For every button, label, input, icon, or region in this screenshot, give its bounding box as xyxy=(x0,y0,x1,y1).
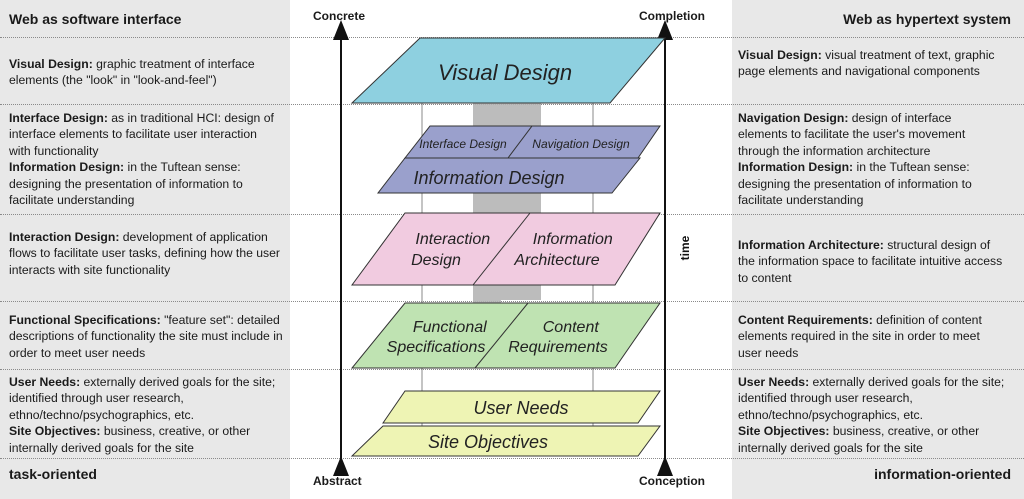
plane-divider xyxy=(472,212,531,286)
right-block-visual: Visual Design: visual treatment of text,… xyxy=(738,47,1000,80)
left-block-interaction: Interaction Design: development of appli… xyxy=(9,229,285,278)
right-header: Web as hypertext system xyxy=(843,11,1011,27)
site-objectives-plane xyxy=(350,425,661,457)
definition: visual treatment of text, graphic page e… xyxy=(738,48,995,79)
right-block-architecture: Information Architecture: structural des… xyxy=(738,237,1010,286)
interface-navigation-plane xyxy=(403,125,661,159)
left-block-interface: Interface Design: as in traditional HCI:… xyxy=(9,110,279,208)
visual-design-label: Visual Design xyxy=(438,60,572,85)
definition: in the Tuftean sense: designing the pres… xyxy=(9,160,243,208)
plane-divider xyxy=(507,125,533,159)
term: Information Design: xyxy=(9,160,125,175)
definition: business, creative, or other internally … xyxy=(9,424,251,455)
left-block-needs: User Needs: externally derived goals for… xyxy=(9,374,285,456)
definition: design of interface elements to facilita… xyxy=(738,111,966,158)
definition: in the Tuftean sense: designing the pres… xyxy=(738,160,972,208)
functional-specifications-label: Functional Specifications xyxy=(387,319,492,356)
plane-divider xyxy=(474,302,529,369)
interaction-design-label: Interaction Design xyxy=(411,231,494,269)
definition: externally derived goals for the site; i… xyxy=(738,375,1005,422)
term: Functional Specifications: xyxy=(9,313,161,327)
term: Information Design: xyxy=(738,160,854,175)
left-panel xyxy=(0,0,290,499)
definition: graphic treatment of interface elements … xyxy=(9,57,255,88)
interface-design-label: Interface Design xyxy=(419,137,507,151)
visual-design-plane xyxy=(350,37,667,104)
left-header: Web as software interface xyxy=(9,11,182,27)
term: User Needs: xyxy=(738,375,810,389)
content-requirements-line2: Requirements xyxy=(508,339,608,356)
content-requirements-label: Content Requirements xyxy=(508,319,608,356)
axis-bottom-left: Abstract xyxy=(313,474,362,488)
right-panel xyxy=(732,0,1024,499)
term: Visual Design: xyxy=(738,48,822,62)
term: Site Objectives: xyxy=(9,424,101,439)
term: Visual Design: xyxy=(9,57,93,71)
site-objectives-label: Site Objectives xyxy=(428,432,548,452)
right-block-content: Content Requirements: definition of cont… xyxy=(738,312,994,361)
left-footer: task-oriented xyxy=(9,466,97,482)
term: Information Architecture: xyxy=(738,238,884,252)
term: Navigation Design: xyxy=(738,111,849,125)
term: Interface Design: xyxy=(9,111,108,125)
left-block-visual: Visual Design: graphic treatment of inte… xyxy=(9,56,285,89)
right-block-needs: User Needs: externally derived goals for… xyxy=(738,374,1014,456)
separator xyxy=(0,458,1024,459)
definition: definition of content elements required … xyxy=(738,313,982,360)
information-architecture-line2: Architecture xyxy=(513,252,599,269)
right-block-navigation: Navigation Design: design of interface e… xyxy=(738,110,1004,208)
user-needs-label: User Needs xyxy=(473,398,568,418)
left-block-functional: Functional Specifications: "feature set"… xyxy=(9,312,285,361)
definition: structural design of the information spa… xyxy=(738,238,1003,285)
axis-bottom-right: Conception xyxy=(639,474,705,488)
information-design-label: Information Design xyxy=(413,168,564,188)
term: Site Objectives: xyxy=(738,424,830,439)
separator xyxy=(0,301,1024,302)
interaction-design-line2: Design xyxy=(411,252,461,269)
functional-specifications-line2: Specifications xyxy=(387,339,486,356)
information-architecture-label: Information Architecture xyxy=(513,231,617,269)
definition: externally derived goals for the site; i… xyxy=(9,375,276,422)
term: Interaction Design: xyxy=(9,230,120,244)
axis-top-left: Concrete xyxy=(313,9,366,23)
definition: development of application flows to faci… xyxy=(9,230,280,277)
interaction-design-line1: Interaction xyxy=(415,231,490,248)
definition: business, creative, or other internally … xyxy=(738,424,980,455)
right-footer: information-oriented xyxy=(874,466,1011,482)
functional-content-plane xyxy=(350,302,661,369)
definition: "feature set": detailed descriptions of … xyxy=(9,313,283,360)
separator xyxy=(0,369,1024,370)
user-needs-plane xyxy=(382,390,661,424)
term: User Needs: xyxy=(9,375,81,389)
axis-top-right: Completion xyxy=(639,9,705,23)
definition: as in traditional HCI: design of interfa… xyxy=(9,111,274,158)
time-label: time xyxy=(678,235,692,260)
interaction-architecture-plane xyxy=(351,212,661,286)
navigation-design-label: Navigation Design xyxy=(532,137,630,151)
term: Content Requirements: xyxy=(738,313,873,327)
content-requirements-line1: Content xyxy=(543,319,600,336)
information-architecture-line1: Information xyxy=(533,231,613,248)
functional-specifications-line1: Functional xyxy=(413,319,487,336)
